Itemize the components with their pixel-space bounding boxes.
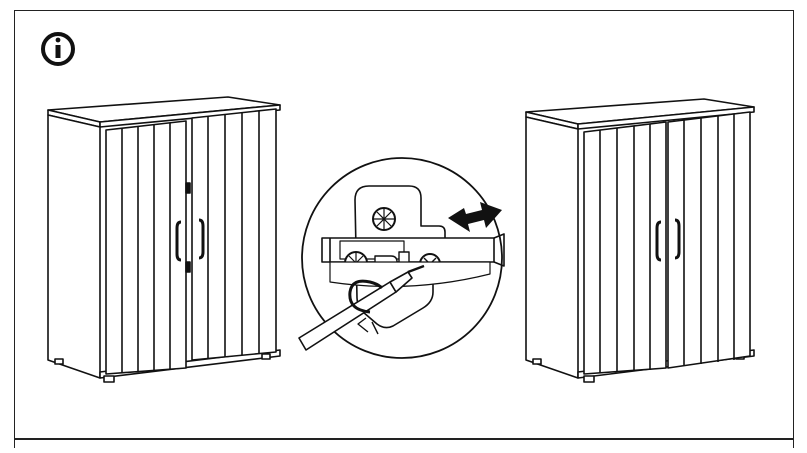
cabinet-before xyxy=(47,96,281,383)
information-icon xyxy=(41,32,75,66)
hinge-detail xyxy=(298,157,505,359)
bottom-rule xyxy=(14,438,794,440)
screwdriver-icon xyxy=(298,264,425,351)
diagram-frame xyxy=(14,10,794,448)
cabinet-after xyxy=(525,98,755,383)
double-arrow-icon xyxy=(448,202,502,232)
